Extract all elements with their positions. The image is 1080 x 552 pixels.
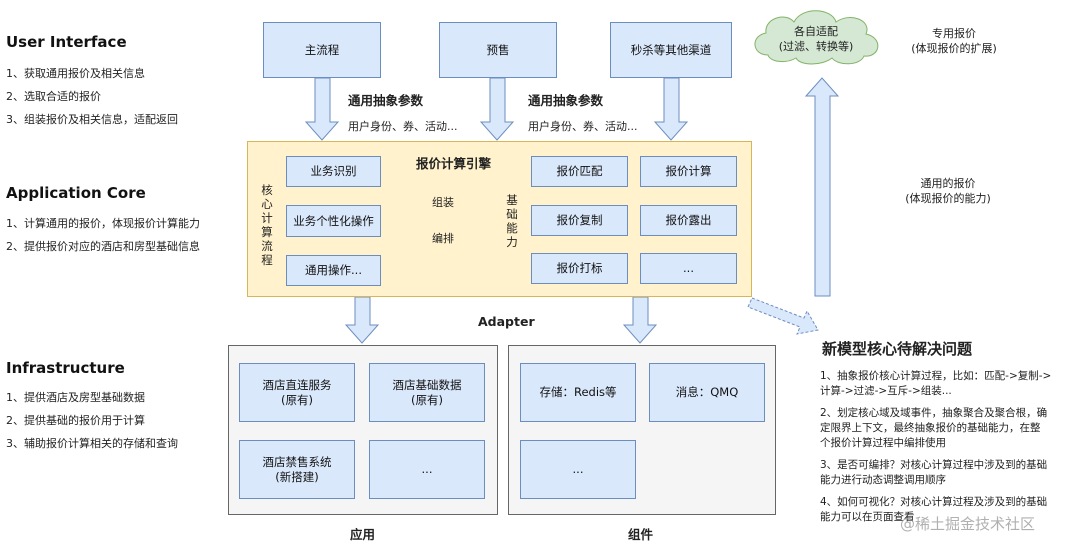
problem-line: 计算->过滤->互斥->组装...: [820, 385, 952, 397]
channel-main-box: 主流程: [263, 22, 381, 78]
infra-item: 3、辅助报价计算相关的存储和查询: [6, 437, 178, 450]
problem-line: 能力可以在页面查看: [820, 511, 915, 523]
component-panel-label: 组件: [628, 527, 654, 542]
compose-label: 组装: [432, 196, 454, 209]
channel-flash-sale-box: 秒杀等其他渠道: [610, 22, 732, 78]
app-box-hotel-base-data: 酒店基础数据 (原有): [369, 363, 485, 422]
box-line: 酒店基础数据: [392, 377, 462, 392]
comp-box-message: 消息：QMQ: [649, 363, 765, 422]
note-line: 专用报价: [932, 27, 976, 40]
core-layer-title: Application Core: [6, 184, 146, 202]
ability-tag: 报价打标: [531, 253, 628, 284]
ability-match: 报价匹配: [531, 156, 628, 187]
problem-item: 3、是否可编排？对核心计算过程中涉及到的基础 能力进行动态调整调用顺序: [820, 458, 1047, 488]
problem-item: 4、如何可视化？对核心计算过程及涉及到的基础 能力可以在页面查看: [820, 495, 1047, 525]
core-item: 1、计算通用的报价，体现报价计算能力: [6, 217, 200, 230]
cloud-shape: [754, 10, 879, 65]
box-line: (新搭建): [275, 469, 319, 484]
ability-expose: 报价露出: [640, 205, 737, 236]
app-box-direct-connect: 酒店直连服务 (原有): [239, 363, 355, 422]
watermark: @稀土掘金技术社区: [900, 515, 1036, 533]
ui-item: 2、选取合适的报价: [6, 90, 101, 103]
arrow-flash-down: [653, 77, 689, 141]
orchestrate-label: 编排: [432, 232, 454, 245]
note-line: (体现报价的扩展): [911, 42, 997, 55]
engine-title: 报价计算引擎: [416, 156, 492, 171]
note-line: 通用的报价: [920, 177, 976, 190]
param-detail-right: 用户身份、券、活动...: [528, 120, 638, 133]
param-title-right: 通用抽象参数: [528, 93, 604, 108]
infra-item: 1、提供酒店及房型基础数据: [6, 391, 145, 404]
problem-line: 3、是否可编排？对核心计算过程中涉及到的基础: [820, 459, 1048, 471]
ui-item: 3、组装报价及相关信息，适配返回: [6, 113, 178, 126]
app-panel-label: 应用: [350, 527, 376, 542]
problem-line: 能力进行动态调整调用顺序: [820, 474, 946, 486]
box-line: (原有): [411, 392, 443, 407]
problems-title: 新模型核心待解决问题: [822, 340, 973, 358]
box-line: 酒店禁售系统: [262, 454, 332, 469]
ability-copy: 报价复制: [531, 205, 628, 236]
special-quote-note: 专用报价 (体现报价的扩展): [894, 26, 1014, 56]
arrow-main-down: [304, 77, 340, 141]
flow-common-op: 通用操作...: [286, 255, 381, 286]
infra-item: 2、提供基础的报价用于计算: [6, 414, 145, 427]
ui-item: 1、获取通用报价及相关信息: [6, 67, 145, 80]
problem-line: 个报价计算过程中编排使用: [820, 437, 946, 449]
problem-item: 1、抽象报价核心计算过程，比如：匹配->复制-> 计算->过滤->互斥->组装.…: [820, 369, 1051, 399]
arrow-to-comp: [622, 296, 658, 344]
channel-presale-box: 预售: [439, 22, 557, 78]
problem-item: 2、划定核心域及域事件，抽象聚合及聚合根，确 定限界上下文，最终抽象报价的基础能…: [820, 406, 1047, 451]
cloud-line: (过滤、转换等): [778, 40, 854, 53]
problem-line: 1、抽象报价核心计算过程，比如：匹配->复制->: [820, 370, 1052, 382]
flow-business-identify: 业务识别: [286, 156, 381, 187]
general-quote-note: 通用的报价 (体现报价的能力): [888, 176, 1008, 206]
problem-line: 4、如何可视化？对核心计算过程及涉及到的基础: [820, 496, 1048, 508]
param-detail-left: 用户身份、券、活动...: [348, 120, 458, 133]
arrow-to-problems: [747, 297, 819, 335]
flow-business-custom-op: 业务个性化操作: [286, 205, 381, 237]
infra-layer-title: Infrastructure: [6, 359, 125, 377]
box-line: 酒店直连服务: [262, 377, 332, 392]
problem-line: 定限界上下文，最终抽象报价的基础能力，在整: [820, 422, 1041, 434]
adapter-label: Adapter: [478, 314, 535, 329]
comp-box-storage: 存储：Redis等: [520, 363, 636, 422]
ui-layer-title: User Interface: [6, 33, 127, 51]
note-line: (体现报价的能力): [905, 192, 991, 205]
arrow-to-app: [344, 296, 380, 344]
cloud-text: 各自适配 (过滤、转换等): [776, 24, 856, 54]
core-flow-vertical-label: 核心计算流程: [261, 183, 273, 267]
problem-line: 2、划定核心域及域事件，抽象聚合及聚合根，确: [820, 407, 1048, 419]
app-box-more: ...: [369, 440, 485, 499]
base-ability-vertical-label: 基础能力: [506, 193, 518, 249]
app-box-sale-ban: 酒店禁售系统 (新搭建): [239, 440, 355, 499]
cloud-line: 各自适配: [794, 25, 838, 38]
arrow-presale-down: [479, 77, 515, 141]
param-title-left: 通用抽象参数: [348, 93, 424, 108]
ability-more: ...: [640, 253, 737, 284]
core-item: 2、提供报价对应的酒店和房型基础信息: [6, 240, 200, 253]
arrow-up-general: [804, 77, 840, 297]
box-line: (原有): [281, 392, 313, 407]
comp-box-more: ...: [520, 440, 636, 499]
ability-calc: 报价计算: [640, 156, 737, 187]
